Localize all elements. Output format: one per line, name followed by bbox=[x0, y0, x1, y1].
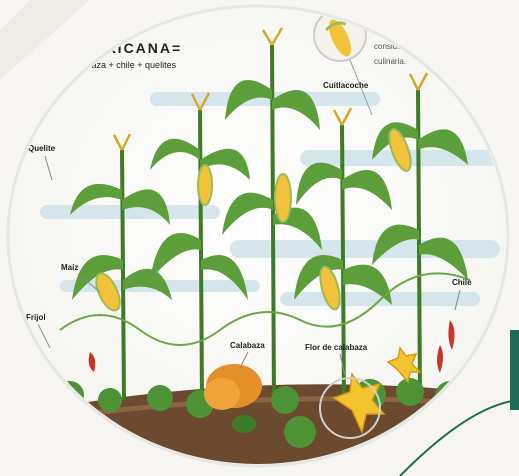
cuitlacoche-inset bbox=[314, 9, 366, 61]
label-frijol: Frijol bbox=[26, 313, 46, 322]
callout-line-3: culinaria. bbox=[374, 57, 406, 66]
teal-corner-bar bbox=[510, 330, 519, 410]
label-calabaza: Calabaza bbox=[230, 341, 265, 350]
label-flor-de-calabaza: Flor de calabaza bbox=[305, 343, 368, 352]
page-border-left bbox=[0, 0, 90, 80]
label-chile: Chile bbox=[452, 278, 472, 287]
label-cuitlacoche: Cuitlacoche bbox=[323, 81, 369, 90]
label-maiz: Maíz bbox=[61, 263, 78, 272]
label-quelite: Quelite bbox=[28, 144, 56, 153]
